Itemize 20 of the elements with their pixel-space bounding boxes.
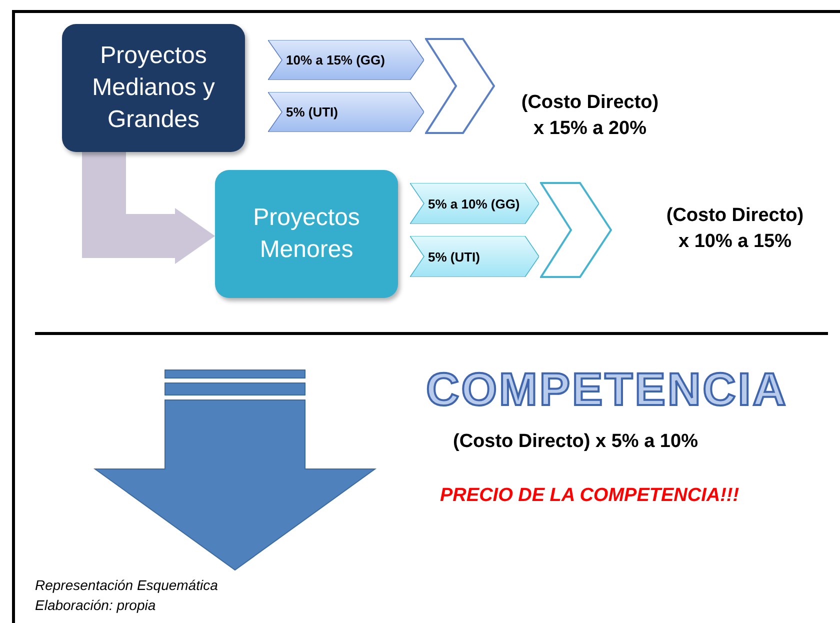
tag-label: 10% a 15% (GG) [286,51,385,70]
note-text: (Costo Directo) x 5% a 10% [453,430,698,454]
note-text: (Costo Directo) x 15% a 20% [520,91,660,141]
tag-label: 5% (UTI) [428,248,480,266]
chevron-tag [410,183,539,224]
note-text: Elaboración: propia [35,596,156,614]
box-label: Proyectos Menores [252,203,361,265]
heading: COMPETENCIA [426,362,788,416]
tag-label: 5% a 10% (GG) [428,194,520,214]
process-box [62,24,245,152]
bent-arrow [82,152,215,264]
chevron-tag [410,236,539,277]
box-label: Proyectos Medianos y Grandes [91,41,216,135]
note-text: (Costo Directo) x 10% a 15% [665,204,805,254]
note-text: PRECIO DE LA COMPETENCIA!!! [440,484,740,508]
chevron-tag [268,40,424,80]
note-text: Representación Esquemática [35,576,218,594]
process-box [215,170,398,298]
chevron-tag [268,92,424,132]
tag-label: 5% (UTI) [286,103,338,122]
